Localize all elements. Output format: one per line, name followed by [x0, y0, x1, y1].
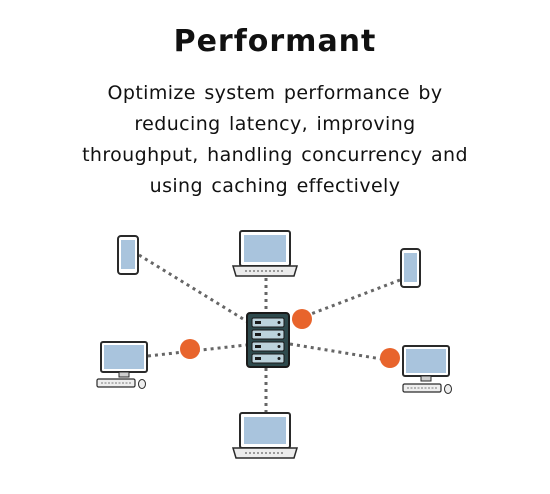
cache-dot	[180, 339, 200, 359]
description-line: Optimize system performance by	[107, 82, 443, 104]
phone-icon	[117, 235, 139, 275]
cache-dot	[380, 348, 400, 368]
description: Optimize system performance by reducing …	[20, 78, 530, 202]
cache-dot	[292, 309, 312, 329]
connector-line	[138, 253, 249, 324]
desktop-icon	[96, 341, 148, 389]
description-line: throughput, handling concurrency and	[82, 144, 468, 166]
phone-icon	[400, 248, 421, 288]
desktop-icon	[402, 345, 452, 394]
cache-dots	[180, 309, 400, 368]
laptop-icon	[231, 230, 299, 277]
laptop-icon	[231, 412, 299, 459]
description-line: reducing latency, improving	[134, 113, 416, 135]
server-rack-icon	[246, 312, 290, 368]
page-title: Performant	[173, 24, 377, 59]
description-line: using caching effectively	[149, 175, 401, 197]
